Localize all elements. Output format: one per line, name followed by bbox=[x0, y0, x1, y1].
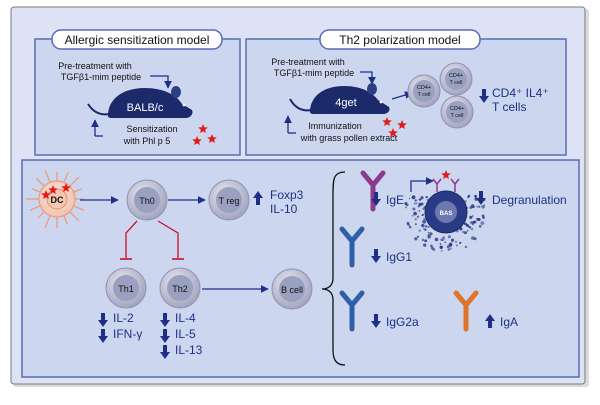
panel-title: Th2 polarization model bbox=[339, 33, 460, 47]
panel-title-pill bbox=[319, 29, 481, 50]
th1-cell: Th1 bbox=[105, 267, 147, 309]
dc-label: DC bbox=[51, 195, 64, 205]
cd4-label: CD4+ bbox=[450, 106, 464, 112]
panel-title-pill bbox=[51, 29, 223, 50]
panel-mechanism: DC Th0 T reg Foxp3 IL-10 Th1 bbox=[21, 159, 580, 378]
treg-output-il10: IL-10 bbox=[270, 202, 298, 216]
cd4-t-cell: CD4+ T cell bbox=[440, 95, 474, 129]
th2-output-il13: IL-13 bbox=[175, 343, 203, 357]
immunization-line-1: Immunization bbox=[308, 121, 362, 131]
iga-label: IgA bbox=[500, 315, 518, 329]
panel-title: Allergic sensitization model bbox=[65, 33, 210, 47]
allergen-star-icon bbox=[441, 170, 451, 179]
ige-label: IgE bbox=[386, 193, 404, 207]
cd4-t-cell: CD4+ T cell bbox=[407, 74, 441, 108]
inhibition-line-th2 bbox=[157, 220, 179, 258]
decrease-arrow-icon bbox=[98, 329, 108, 343]
pretreatment-line-1: Pre-treatment with bbox=[271, 57, 345, 67]
ige-to-basophil-arrow bbox=[410, 177, 434, 192]
mouse-icon bbox=[289, 83, 390, 114]
degranulation-label: Degranulation bbox=[492, 193, 567, 207]
ige-antibody-icon bbox=[360, 170, 386, 212]
pretreatment-arrow bbox=[360, 71, 376, 85]
result-line-2: T cells bbox=[492, 100, 526, 114]
allergen-stars bbox=[192, 124, 217, 145]
pretreatment-line-2: TGFβ1-mim peptide bbox=[61, 72, 141, 82]
pretreatment-arrow bbox=[150, 75, 172, 89]
allergen-star-icon bbox=[397, 120, 407, 129]
sensitization-line-1: Sensitization bbox=[126, 124, 177, 134]
allergen-stars bbox=[41, 183, 71, 199]
allergen-star-icon bbox=[198, 124, 208, 133]
decrease-arrow-icon bbox=[160, 313, 170, 327]
decrease-arrow-icon bbox=[371, 192, 381, 206]
th1-output-il2: IL-2 bbox=[113, 311, 134, 325]
igg2a-antibody-icon bbox=[339, 290, 365, 332]
treg-cell: T reg bbox=[208, 179, 250, 221]
dendritic-cell: DC bbox=[26, 170, 85, 228]
sensitization-line-2: with Phl p 5 bbox=[123, 136, 171, 146]
decrease-arrow-icon bbox=[371, 249, 381, 263]
th0-label: Th0 bbox=[139, 196, 155, 206]
inhibition-line-th1 bbox=[125, 220, 138, 258]
igg1-label: IgG1 bbox=[386, 250, 412, 264]
antibody-brace bbox=[321, 171, 346, 366]
cd4-t-cell-cluster: CD4+ T cell CD4+ T cell CD4+ T cell bbox=[407, 62, 474, 129]
decrease-arrow-icon bbox=[479, 89, 489, 103]
immunization-line-2: with grass pollen extract bbox=[300, 133, 398, 143]
pretreatment-line-2: TGFβ1-mim peptide bbox=[274, 68, 354, 78]
treg-label: T reg bbox=[219, 196, 240, 206]
t-cell-label: T cell bbox=[417, 92, 430, 98]
increase-arrow-icon bbox=[253, 191, 263, 205]
th2-output-il4: IL-4 bbox=[175, 311, 196, 325]
basophil-label: BAS bbox=[440, 211, 453, 217]
allergen-star-icon bbox=[207, 134, 217, 143]
allergen-star-icon bbox=[382, 117, 392, 126]
allergen-star-icon bbox=[41, 190, 51, 199]
th0-cell: Th0 bbox=[126, 179, 168, 221]
t-cell-label: T cell bbox=[450, 113, 463, 119]
result-line-1: CD4⁺ IL4⁺ bbox=[492, 86, 549, 100]
b-cell: B cell bbox=[271, 268, 313, 310]
allergen-star-icon bbox=[192, 136, 202, 145]
decrease-arrow-icon bbox=[476, 191, 486, 205]
t-cell-label: T cell bbox=[449, 80, 462, 86]
panel-allergic-sensitization: Allergic sensitization model Pre-treatme… bbox=[34, 29, 241, 156]
cd4-label: CD4+ bbox=[449, 73, 463, 79]
allergen-stars bbox=[382, 117, 407, 137]
iga-antibody-icon bbox=[453, 290, 479, 332]
panel-th2-polarization: Th2 polarization model Pre-treatment wit… bbox=[245, 29, 567, 156]
igg1-antibody-icon bbox=[339, 226, 365, 268]
mouse-strain-label: BALB/c bbox=[127, 102, 164, 114]
allergen-star-icon bbox=[48, 185, 58, 194]
mouse-strain-label: 4get bbox=[335, 97, 356, 109]
mouse-icon bbox=[87, 86, 193, 118]
igg2a-label: IgG2a bbox=[386, 315, 419, 329]
bcell-label: B cell bbox=[281, 285, 303, 295]
decrease-arrow-icon bbox=[160, 345, 170, 359]
th2-label: Th2 bbox=[172, 284, 188, 294]
th1-label: Th1 bbox=[118, 284, 134, 294]
decrease-arrow-icon bbox=[160, 329, 170, 343]
th2-output-il5: IL-5 bbox=[175, 327, 196, 341]
th2-cell: Th2 bbox=[159, 267, 201, 309]
cd4-t-cell: CD4+ T cell bbox=[439, 62, 473, 96]
treg-output-foxp3: Foxp3 bbox=[270, 188, 304, 202]
increase-arrow-icon bbox=[485, 314, 495, 328]
cd4-label: CD4+ bbox=[417, 85, 431, 91]
decrease-arrow-icon bbox=[371, 314, 381, 328]
th1-output-ifng: IFN-γ bbox=[113, 327, 142, 341]
allergen-star-icon bbox=[388, 128, 398, 137]
decrease-arrow-icon bbox=[98, 313, 108, 327]
basophil: BAS bbox=[404, 170, 486, 252]
allergen-stars bbox=[441, 170, 451, 179]
pretreatment-line-1: Pre-treatment with bbox=[58, 61, 132, 71]
allergen-star-icon bbox=[61, 183, 71, 192]
